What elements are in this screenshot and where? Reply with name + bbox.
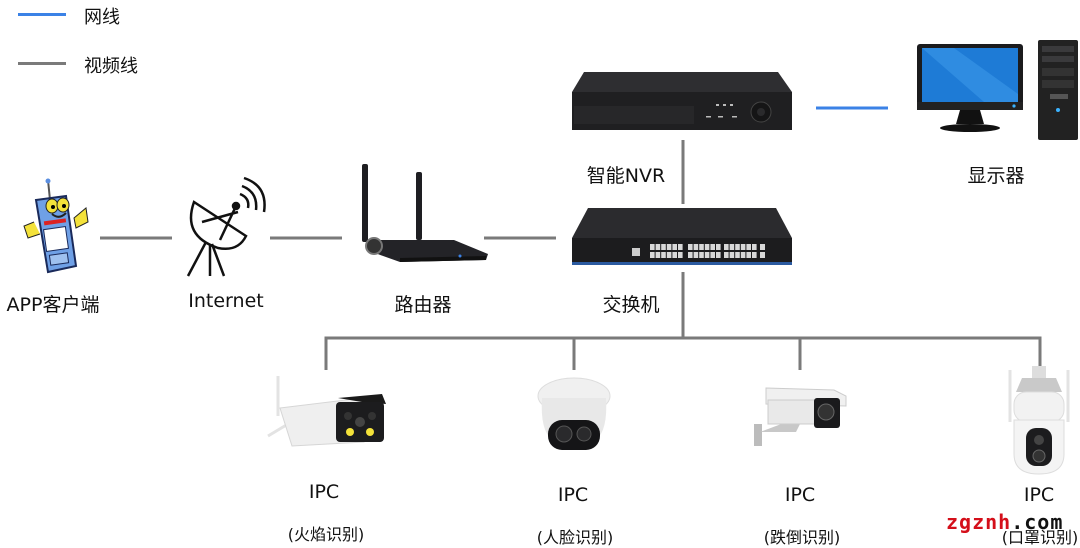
switch-port	[704, 244, 710, 250]
switch-port	[688, 252, 693, 258]
switch-port	[655, 252, 661, 258]
switch-port	[678, 252, 683, 258]
switch-port	[688, 244, 693, 250]
watermark-domain: zgznh	[946, 510, 1012, 534]
switch-port	[724, 252, 729, 258]
nvr-device-icon	[572, 72, 792, 130]
legend-network-cable-label: 网线	[84, 7, 120, 28]
legend-network-cable-swatch	[18, 13, 66, 16]
switch-uplink-port	[760, 252, 765, 258]
watermark-tld: .com	[1011, 510, 1064, 534]
switch-port	[710, 252, 715, 258]
camera-3-function: (跌倒识别)	[763, 528, 841, 547]
switch-port	[716, 252, 721, 258]
switch-port	[735, 252, 740, 258]
camera-1-label: IPC	[308, 481, 340, 503]
switch-port	[693, 244, 699, 250]
switch-label: 交换机	[602, 294, 660, 316]
switch-port	[746, 244, 751, 250]
switch-port	[655, 244, 661, 250]
camera-4-function: (口罩识别)	[1001, 528, 1079, 547]
switch-port	[710, 244, 715, 250]
switch-port	[678, 244, 683, 250]
switch-port	[716, 244, 721, 250]
switch-port	[704, 252, 710, 258]
camera-dome-icon	[537, 377, 611, 450]
switch-port	[699, 244, 704, 250]
switch-port	[740, 244, 746, 250]
camera-bullet-icon	[267, 376, 386, 447]
camera-3-label: IPC	[784, 484, 816, 506]
camera-2-function: (人脸识别)	[536, 528, 614, 547]
internet-satellite-dish-icon	[186, 176, 266, 277]
switch-port	[666, 252, 672, 258]
wire-camera-bus	[324, 336, 1042, 370]
camera-1-function: (火焰识别)	[287, 525, 365, 544]
switch-port	[752, 244, 757, 250]
display-label: 显示器	[967, 165, 1025, 187]
internet-label: Internet	[188, 290, 264, 312]
switch-port	[746, 252, 751, 258]
switch-port	[724, 244, 729, 250]
camera-ptz-icon	[1008, 366, 1070, 475]
camera-4-label: IPC	[1023, 484, 1055, 506]
router-label: 路由器	[394, 294, 452, 316]
switch-port	[672, 252, 677, 258]
switch-port	[661, 244, 666, 250]
app-client-label: APP客户端	[6, 294, 100, 316]
switch-port	[650, 244, 655, 250]
camera-box-bracket-icon	[754, 387, 847, 446]
switch-port	[693, 252, 699, 258]
switch-port	[650, 252, 655, 258]
switch-port	[729, 252, 735, 258]
nvr-label: 智能NVR	[586, 165, 666, 187]
switch-port	[729, 244, 735, 250]
switch-uplink-port	[760, 244, 765, 250]
router-icon	[362, 164, 488, 262]
watermark: zgznh.com	[946, 510, 1063, 534]
switch-port	[740, 252, 746, 258]
switch-port	[699, 252, 704, 258]
switch-device-icon	[572, 208, 792, 265]
display-computer-icon	[917, 40, 1078, 140]
app-client-phone-icon	[23, 178, 89, 274]
legend-video-cable-label: 视频线	[84, 56, 138, 77]
switch-port	[672, 244, 677, 250]
switch-port	[666, 244, 672, 250]
switch-port	[752, 252, 757, 258]
camera-2-label: IPC	[557, 484, 589, 506]
switch-port	[661, 252, 666, 258]
switch-port	[735, 244, 740, 250]
legend-video-cable-swatch	[18, 62, 66, 65]
